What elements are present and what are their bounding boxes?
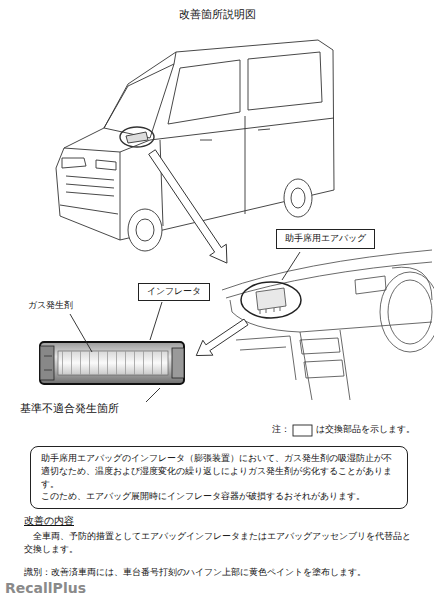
note-text: 助手席用エアバッグのインフレータ（膨張装置）において、ガス発生剤の吸湿防止が不適… <box>41 452 397 490</box>
remedy-text: 全車両、予防的措置としてエアバッグインフレータまたはエアバッグアッセンブリを代替… <box>24 530 416 556</box>
sample-box <box>293 425 312 436</box>
part-name: インフレータ <box>147 286 201 298</box>
identification-text: 識別：改善済車両には、車台番号打刻のハイフン上部に黄色ペイントを塗布します。 <box>24 567 366 579</box>
part-label-box: 助手席用エアバッグ <box>276 229 375 249</box>
part-name: 助手席用エアバッグ <box>285 233 366 245</box>
leader-line <box>70 314 92 352</box>
leader-line <box>282 252 300 280</box>
dashboard-drawing <box>222 250 434 400</box>
part-label-box: インフレータ <box>138 283 210 301</box>
section-heading: 改善の内容 <box>24 515 74 527</box>
note-box: 助手席用エアバッグのインフレータ（膨張装置）において、ガス発生剤の吸湿防止が不適… <box>30 446 408 509</box>
note-text: は交換部品を示します。 <box>316 424 415 436</box>
defect-location: 基準不適合発生箇所 <box>20 402 119 416</box>
note-text: このため、エアバッグ展開時にインフレータ容器が破損するおそれがあります。 <box>41 490 397 503</box>
watermark: RecallPlus <box>5 579 86 597</box>
pointer-arrow <box>144 146 236 268</box>
note-prefix: 注： <box>272 424 290 436</box>
pointer-arrow <box>191 315 251 363</box>
part-name: ガス発生剤 <box>28 300 73 312</box>
inflator-section <box>40 342 184 384</box>
title: 改善箇所説明図 <box>179 8 256 23</box>
leader-line <box>146 388 160 402</box>
leader-line <box>150 302 162 340</box>
